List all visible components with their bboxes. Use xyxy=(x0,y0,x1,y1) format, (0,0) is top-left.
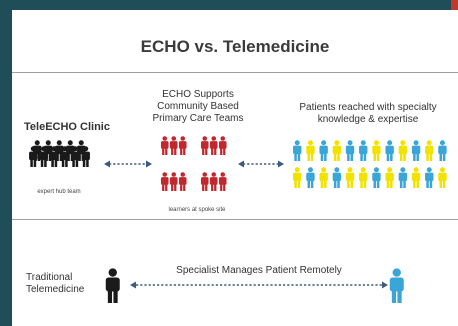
hub-person xyxy=(50,146,59,167)
patient-person xyxy=(438,140,447,161)
slide-panel: ECHO vs. Telemedicine TeleECHO Clinic ex… xyxy=(12,10,458,326)
patient-person xyxy=(293,167,302,188)
spoke-person xyxy=(218,136,227,155)
patient-person xyxy=(385,140,394,161)
patient-person xyxy=(306,167,315,188)
patient-person xyxy=(398,167,408,188)
spoke-person xyxy=(200,136,209,155)
patient-person xyxy=(293,140,302,161)
patient-person xyxy=(332,140,342,161)
remote-patient-figure xyxy=(389,268,404,303)
patient-person xyxy=(345,167,355,188)
spoke-person xyxy=(200,172,209,191)
patient-person xyxy=(345,140,355,161)
echo-supports-line3: Primary Care Teams xyxy=(152,113,244,124)
echo-supports-line1: ECHO Supports xyxy=(162,89,234,100)
patients-line1: Patients reached with specialty xyxy=(299,102,437,113)
slide-title: ECHO vs. Telemedicine xyxy=(140,37,330,56)
patient-person xyxy=(319,167,328,188)
hub-person xyxy=(60,146,69,167)
patient-person xyxy=(372,140,381,161)
hub-person xyxy=(81,146,90,167)
patient-person xyxy=(398,140,408,161)
spoke-caption: learners at spoke site xyxy=(168,207,226,213)
spoke-person xyxy=(178,136,187,155)
top-divider xyxy=(12,72,458,73)
traditional-line1: Traditional xyxy=(26,272,73,283)
hub-spoke-arrow xyxy=(104,160,152,168)
specialist-patient-arrow xyxy=(130,281,388,289)
patient-person xyxy=(438,167,447,188)
patient-person xyxy=(425,167,434,188)
hub-person xyxy=(39,146,48,167)
echo-supports-line2: Community Based xyxy=(157,101,239,112)
patient-person xyxy=(372,167,381,188)
spoke-person xyxy=(169,172,178,191)
remote-patient-person xyxy=(389,268,404,303)
spoke-person xyxy=(218,172,227,191)
spoke-person xyxy=(178,172,187,191)
spoke-team-figures xyxy=(160,136,227,191)
middle-divider xyxy=(12,219,458,220)
traditional-arrow-label: Specialist Manages Patient Remotely xyxy=(176,265,342,276)
hub-person xyxy=(71,146,80,167)
patient-person xyxy=(385,167,394,188)
patient-person xyxy=(306,140,315,161)
spoke-person xyxy=(160,172,169,191)
window-frame xyxy=(0,0,458,10)
spoke-person xyxy=(169,136,178,155)
patients-line2: knowledge & expertise xyxy=(317,114,419,125)
patient-person xyxy=(411,167,421,188)
patient-person xyxy=(332,167,342,188)
spoke-person xyxy=(209,172,218,191)
specialist-person xyxy=(105,268,120,303)
corner-accent xyxy=(451,0,458,12)
patient-person xyxy=(319,140,328,161)
patient-person xyxy=(359,140,368,161)
traditional-line2: Telemedicine xyxy=(26,284,85,295)
spoke-person xyxy=(160,136,169,155)
hub-team-figures xyxy=(29,140,90,167)
hub-person xyxy=(29,146,38,167)
patient-person xyxy=(425,140,434,161)
patient-person xyxy=(411,140,421,161)
hub-caption: expert hub team xyxy=(37,189,81,195)
teleecho-label: TeleECHO Clinic xyxy=(24,121,110,133)
specialist-figure xyxy=(105,268,120,303)
patient-crowd-figures xyxy=(293,140,447,188)
spoke-person xyxy=(209,136,218,155)
spoke-patients-arrow xyxy=(238,160,284,168)
patient-person xyxy=(359,167,368,188)
